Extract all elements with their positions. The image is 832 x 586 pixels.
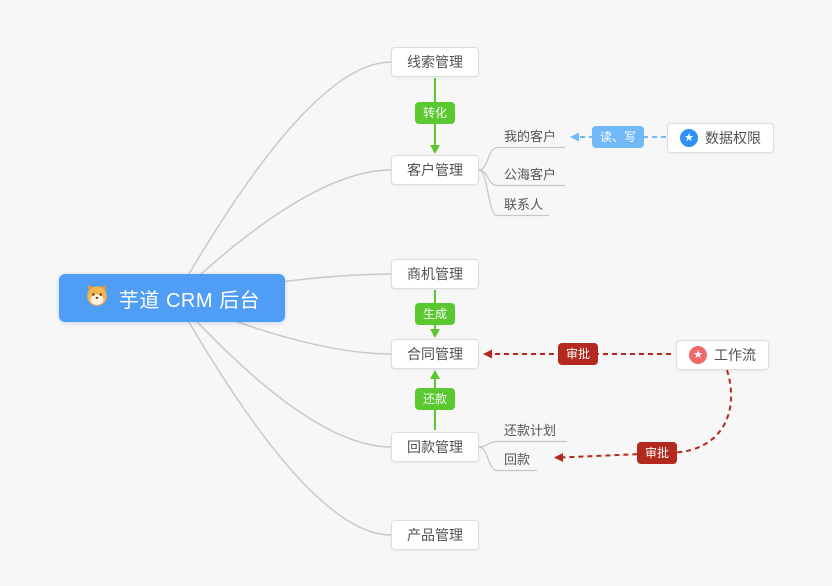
node-lead-management[interactable]: 线索管理 (391, 47, 479, 77)
arrow-approve-contract-head (483, 349, 492, 359)
edge-label-approve-contract: 审批 (557, 343, 599, 365)
node-label: 线索管理 (407, 54, 463, 70)
node-label: 回款管理 (407, 439, 463, 455)
arrow-approve-receivable-head (554, 453, 563, 462)
arrow-convert-head (430, 145, 440, 154)
star-icon: ★ (689, 346, 707, 364)
leaf-contacts[interactable]: 联系人 (504, 197, 544, 212)
node-customer-management[interactable]: 客户管理 (391, 155, 479, 185)
arrow-approve-receivable-line (560, 369, 732, 459)
edge-customers-my-customers (478, 146, 565, 171)
leaf-my-customers[interactable]: 我的客户 (504, 129, 557, 144)
node-label: 产品管理 (407, 527, 463, 543)
node-label: 合同管理 (407, 346, 463, 362)
edge-receivables-payment (478, 446, 537, 472)
edge-receivables-repayment-plan (478, 440, 567, 448)
arrow-generate-head (430, 329, 440, 338)
edge-root-products (174, 297, 392, 536)
node-product-management[interactable]: 产品管理 (391, 520, 479, 550)
node-receivable-management[interactable]: 回款管理 (391, 432, 479, 462)
node-opportunity-management[interactable]: 商机管理 (391, 259, 479, 289)
edge-root-customers (174, 169, 392, 299)
node-workflow[interactable]: ★ 工作流 (676, 340, 769, 370)
node-contract-management[interactable]: 合同管理 (391, 339, 479, 369)
leaf-public-sea-customers[interactable]: 公海客户 (504, 167, 557, 182)
edge-root-receivables (174, 297, 392, 448)
leaf-payment[interactable]: 回款 (504, 452, 531, 467)
edge-customers-contacts (478, 169, 549, 217)
edge-root-leads (174, 61, 392, 299)
edge-label-convert: 转化 (414, 102, 456, 124)
node-data-permission[interactable]: ★ 数据权限 (667, 123, 774, 153)
root-node-crm-backend[interactable]: 芋道 CRM 后台 (59, 274, 285, 322)
node-label: 数据权限 (705, 130, 761, 146)
edge-label-generate: 生成 (414, 303, 456, 325)
shiba-dog-icon (84, 282, 110, 314)
node-label: 客户管理 (407, 162, 463, 178)
root-node-label: 芋道 CRM 后台 (118, 289, 261, 312)
star-icon: ★ (680, 129, 698, 147)
node-label: 工作流 (714, 347, 756, 363)
leaf-repayment-plan[interactable]: 还款计划 (504, 423, 557, 438)
edge-label-read-write: 读、写 (591, 126, 645, 148)
node-label: 商机管理 (407, 266, 463, 282)
arrow-read-write-head (570, 132, 579, 142)
arrow-repay-head (430, 370, 440, 379)
edge-label-repay: 还款 (414, 388, 456, 410)
edge-label-approve-receivable: 审批 (636, 442, 678, 464)
